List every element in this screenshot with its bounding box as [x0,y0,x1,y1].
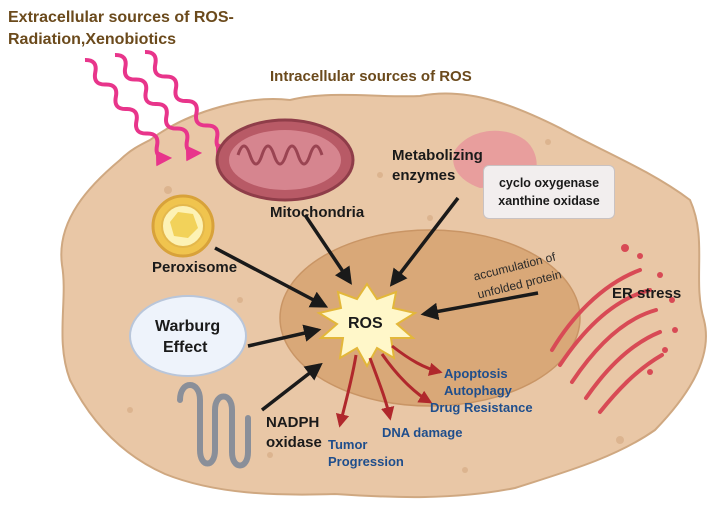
peroxisome-organelle [151,194,215,258]
enzyme-xanthine-oxidase: xanthine oxidase [498,194,600,208]
arrow-peroxisome [214,246,329,308]
warburg-label-line2: Effect [163,339,208,356]
er-ribosomes [621,244,678,375]
extracellular-title-line1: Extracellular sources of ROS- [8,9,234,26]
mitochondria-organelle [215,118,355,202]
mitochondria-label: Mitochondria [270,204,365,221]
metabolizing-label-line1: Metabolizing [392,147,483,164]
outcome-tumor-line1: Tumor [328,437,368,452]
outcome-dna-damage: DNA damage [382,425,463,440]
extracellular-title-line2: Radiation,Xenobiotics [8,31,177,48]
peroxisome-label: Peroxisome [152,259,238,276]
arrow-enzymes [389,196,460,287]
arrow-nadph [260,362,323,412]
enzymes-box: cyclo oxygenase xanthine oxidase [483,165,615,219]
intracellular-title: Intracellular sources of ROS [270,68,472,85]
outcome-arrows [335,344,443,428]
source-arrows [214,196,539,412]
er-organelle [550,268,664,414]
warburg-label-line1: Warburg [155,318,221,335]
arrow-mitochondria [303,214,352,285]
nadph-label-line2: oxidase [266,434,322,451]
arrow-dna [368,357,395,421]
outcome-apoptosis: Apoptosis [444,366,508,381]
arrow-warburg [247,324,322,348]
radiation-arrows [84,49,233,167]
ros-starburst [316,282,418,369]
arrow-drug [380,353,433,404]
outcome-tumor-line2: Progression [328,454,404,469]
nadph-label-line1: NADPH [266,414,320,431]
nadph-oxidase-protein [177,382,251,469]
er-stress-label: ER stress [612,285,682,302]
warburg-bubble [129,295,247,377]
enzyme-cyclooxygenase: cyclo oxygenase [498,176,600,190]
outcome-drug-resistance: Drug Resistance [430,400,533,415]
outcome-autophagy: Autophagy [444,383,512,398]
arrow-tumor [335,354,358,428]
ros-label: ROS [348,315,383,332]
arrow-apoptosis [391,344,443,376]
cell-vesicles [127,139,624,473]
metabolizing-label-line2: enzymes [392,167,456,184]
arrow-er [420,291,539,321]
